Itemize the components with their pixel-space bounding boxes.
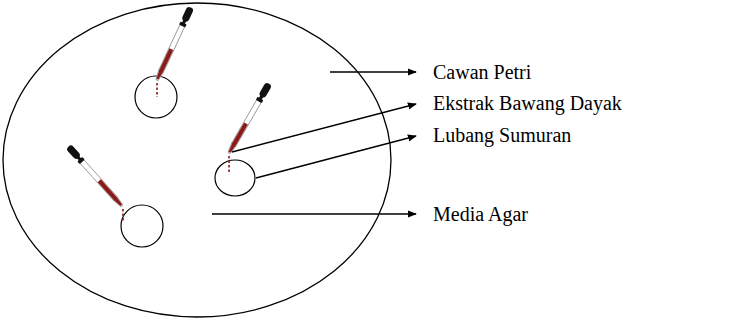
dropper-pipette bbox=[154, 6, 194, 82]
part-label: Media Agar bbox=[433, 203, 528, 225]
part-label: Ekstrak Bawang Dayak bbox=[433, 92, 622, 114]
well-hole bbox=[121, 205, 163, 247]
extract-drops bbox=[123, 83, 229, 222]
part-label: Lubang Sumuran bbox=[433, 124, 571, 146]
leader-arrows bbox=[212, 72, 416, 214]
well-hole bbox=[215, 160, 255, 196]
part-label: Cawan Petri bbox=[433, 61, 531, 83]
dropper-pipette bbox=[66, 144, 125, 208]
well-hole bbox=[135, 76, 177, 118]
petri-dish bbox=[3, 3, 391, 317]
